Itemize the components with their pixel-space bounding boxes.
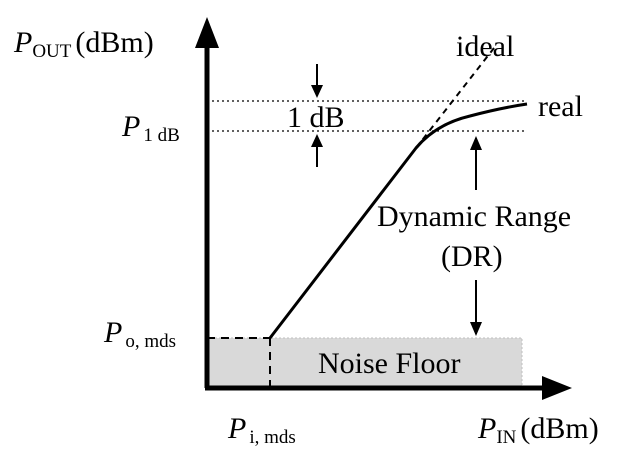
dynamic-range-label: Dynamic Range xyxy=(377,200,572,233)
one-db-label: 1 dB xyxy=(287,101,345,134)
y-axis-arrowhead xyxy=(195,17,219,48)
po-mds-subscript: o, mds xyxy=(125,331,177,352)
p1db-symbol: P xyxy=(122,110,141,143)
x-axis-unit: (dBm) xyxy=(520,412,599,445)
pi-mds-subscript: i, mds xyxy=(249,427,296,448)
y-axis-unit: (dBm) xyxy=(75,26,154,59)
p1db-subscript: 1 dB xyxy=(143,125,180,146)
ideal-response-line xyxy=(415,47,495,149)
noise-floor-label: Noise Floor xyxy=(318,347,461,380)
dynamic-range-abbrev: (DR) xyxy=(441,240,503,273)
one-db-bottom-arrowhead xyxy=(311,134,323,147)
one-db-top-arrowhead xyxy=(311,85,323,98)
ideal-label: ideal xyxy=(456,30,515,63)
x-axis-subscript: IN xyxy=(496,427,517,448)
noise-floor-band xyxy=(206,337,523,389)
dr-top-arrowhead xyxy=(470,136,482,150)
x-axis-label: PIN (dBm) xyxy=(478,412,599,448)
dr-bottom-arrowhead xyxy=(470,322,482,336)
y-axis-label: POUT (dBm) xyxy=(14,26,154,62)
x-axis-symbol: P xyxy=(478,412,497,445)
y-axis-subscript: OUT xyxy=(32,41,72,62)
real-label: real xyxy=(538,90,583,123)
x-axis-arrowhead xyxy=(542,376,572,400)
po-mds-symbol: P xyxy=(104,316,123,349)
pi-mds-symbol: P xyxy=(228,412,247,445)
real-response-curve xyxy=(268,102,528,339)
y-axis-symbol: P xyxy=(14,26,33,59)
